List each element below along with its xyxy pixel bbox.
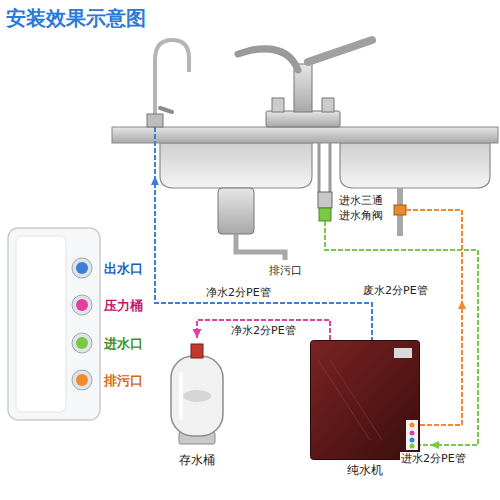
port-panel-face: [16, 236, 66, 412]
pipe-connector: [197, 320, 330, 340]
faucet-lever: [308, 40, 372, 62]
part-label: 进水口: [103, 336, 144, 352]
part-label: 进水角阀: [338, 209, 384, 222]
part-label: 进水三通: [338, 194, 384, 207]
disposer: [218, 188, 254, 234]
part-label: 压力桶: [103, 298, 144, 314]
counter-top: [112, 127, 498, 143]
supply-pipe: [319, 143, 330, 192]
drain-pipe: [236, 234, 285, 260]
faucet-base: [266, 111, 340, 127]
pure-water-line: [155, 127, 372, 340]
faucet-knob: [272, 98, 284, 112]
faucet-knob: [322, 98, 334, 112]
port: [72, 333, 92, 353]
flow-arrow: [151, 176, 159, 185]
port-cap: [76, 374, 88, 386]
pipe-label: 净水2分PE管: [230, 324, 297, 337]
storage-tank: 存水桶: [165, 338, 229, 467]
port-cap: [76, 262, 88, 274]
part-label: 出水口: [103, 261, 144, 277]
arrow-head: [193, 329, 202, 338]
flow-arrow: [430, 441, 439, 449]
drain-saddle: [394, 205, 406, 215]
ro-faucet-handle: [160, 108, 172, 112]
part-label: 废水2分PE管: [362, 284, 429, 297]
port: [72, 258, 92, 278]
ro-faucet: [155, 40, 189, 120]
flow-arrow: [458, 300, 466, 309]
port-panel: [8, 228, 100, 420]
purifier-unit-shape: [310, 340, 420, 460]
left-basin: [160, 143, 312, 188]
faucet-spout: [238, 49, 298, 70]
angle-valve: [319, 208, 331, 221]
port-cap: [76, 337, 88, 349]
port-cap: [76, 299, 88, 311]
port: [72, 295, 92, 315]
storage-tank-shape: [165, 338, 229, 450]
right-basin: [340, 143, 490, 188]
part-label: 净水2分PE管: [205, 286, 272, 299]
part-label: 排污口: [103, 373, 144, 389]
node-label: 存水桶: [165, 453, 229, 467]
ro-faucet-base: [147, 114, 163, 127]
part-label: 排污口: [268, 264, 303, 277]
port: [72, 370, 92, 390]
tee-fitting: [318, 192, 332, 208]
part-label: 进水2分PE管: [400, 452, 467, 465]
title: 安装效果示意图: [6, 6, 146, 30]
